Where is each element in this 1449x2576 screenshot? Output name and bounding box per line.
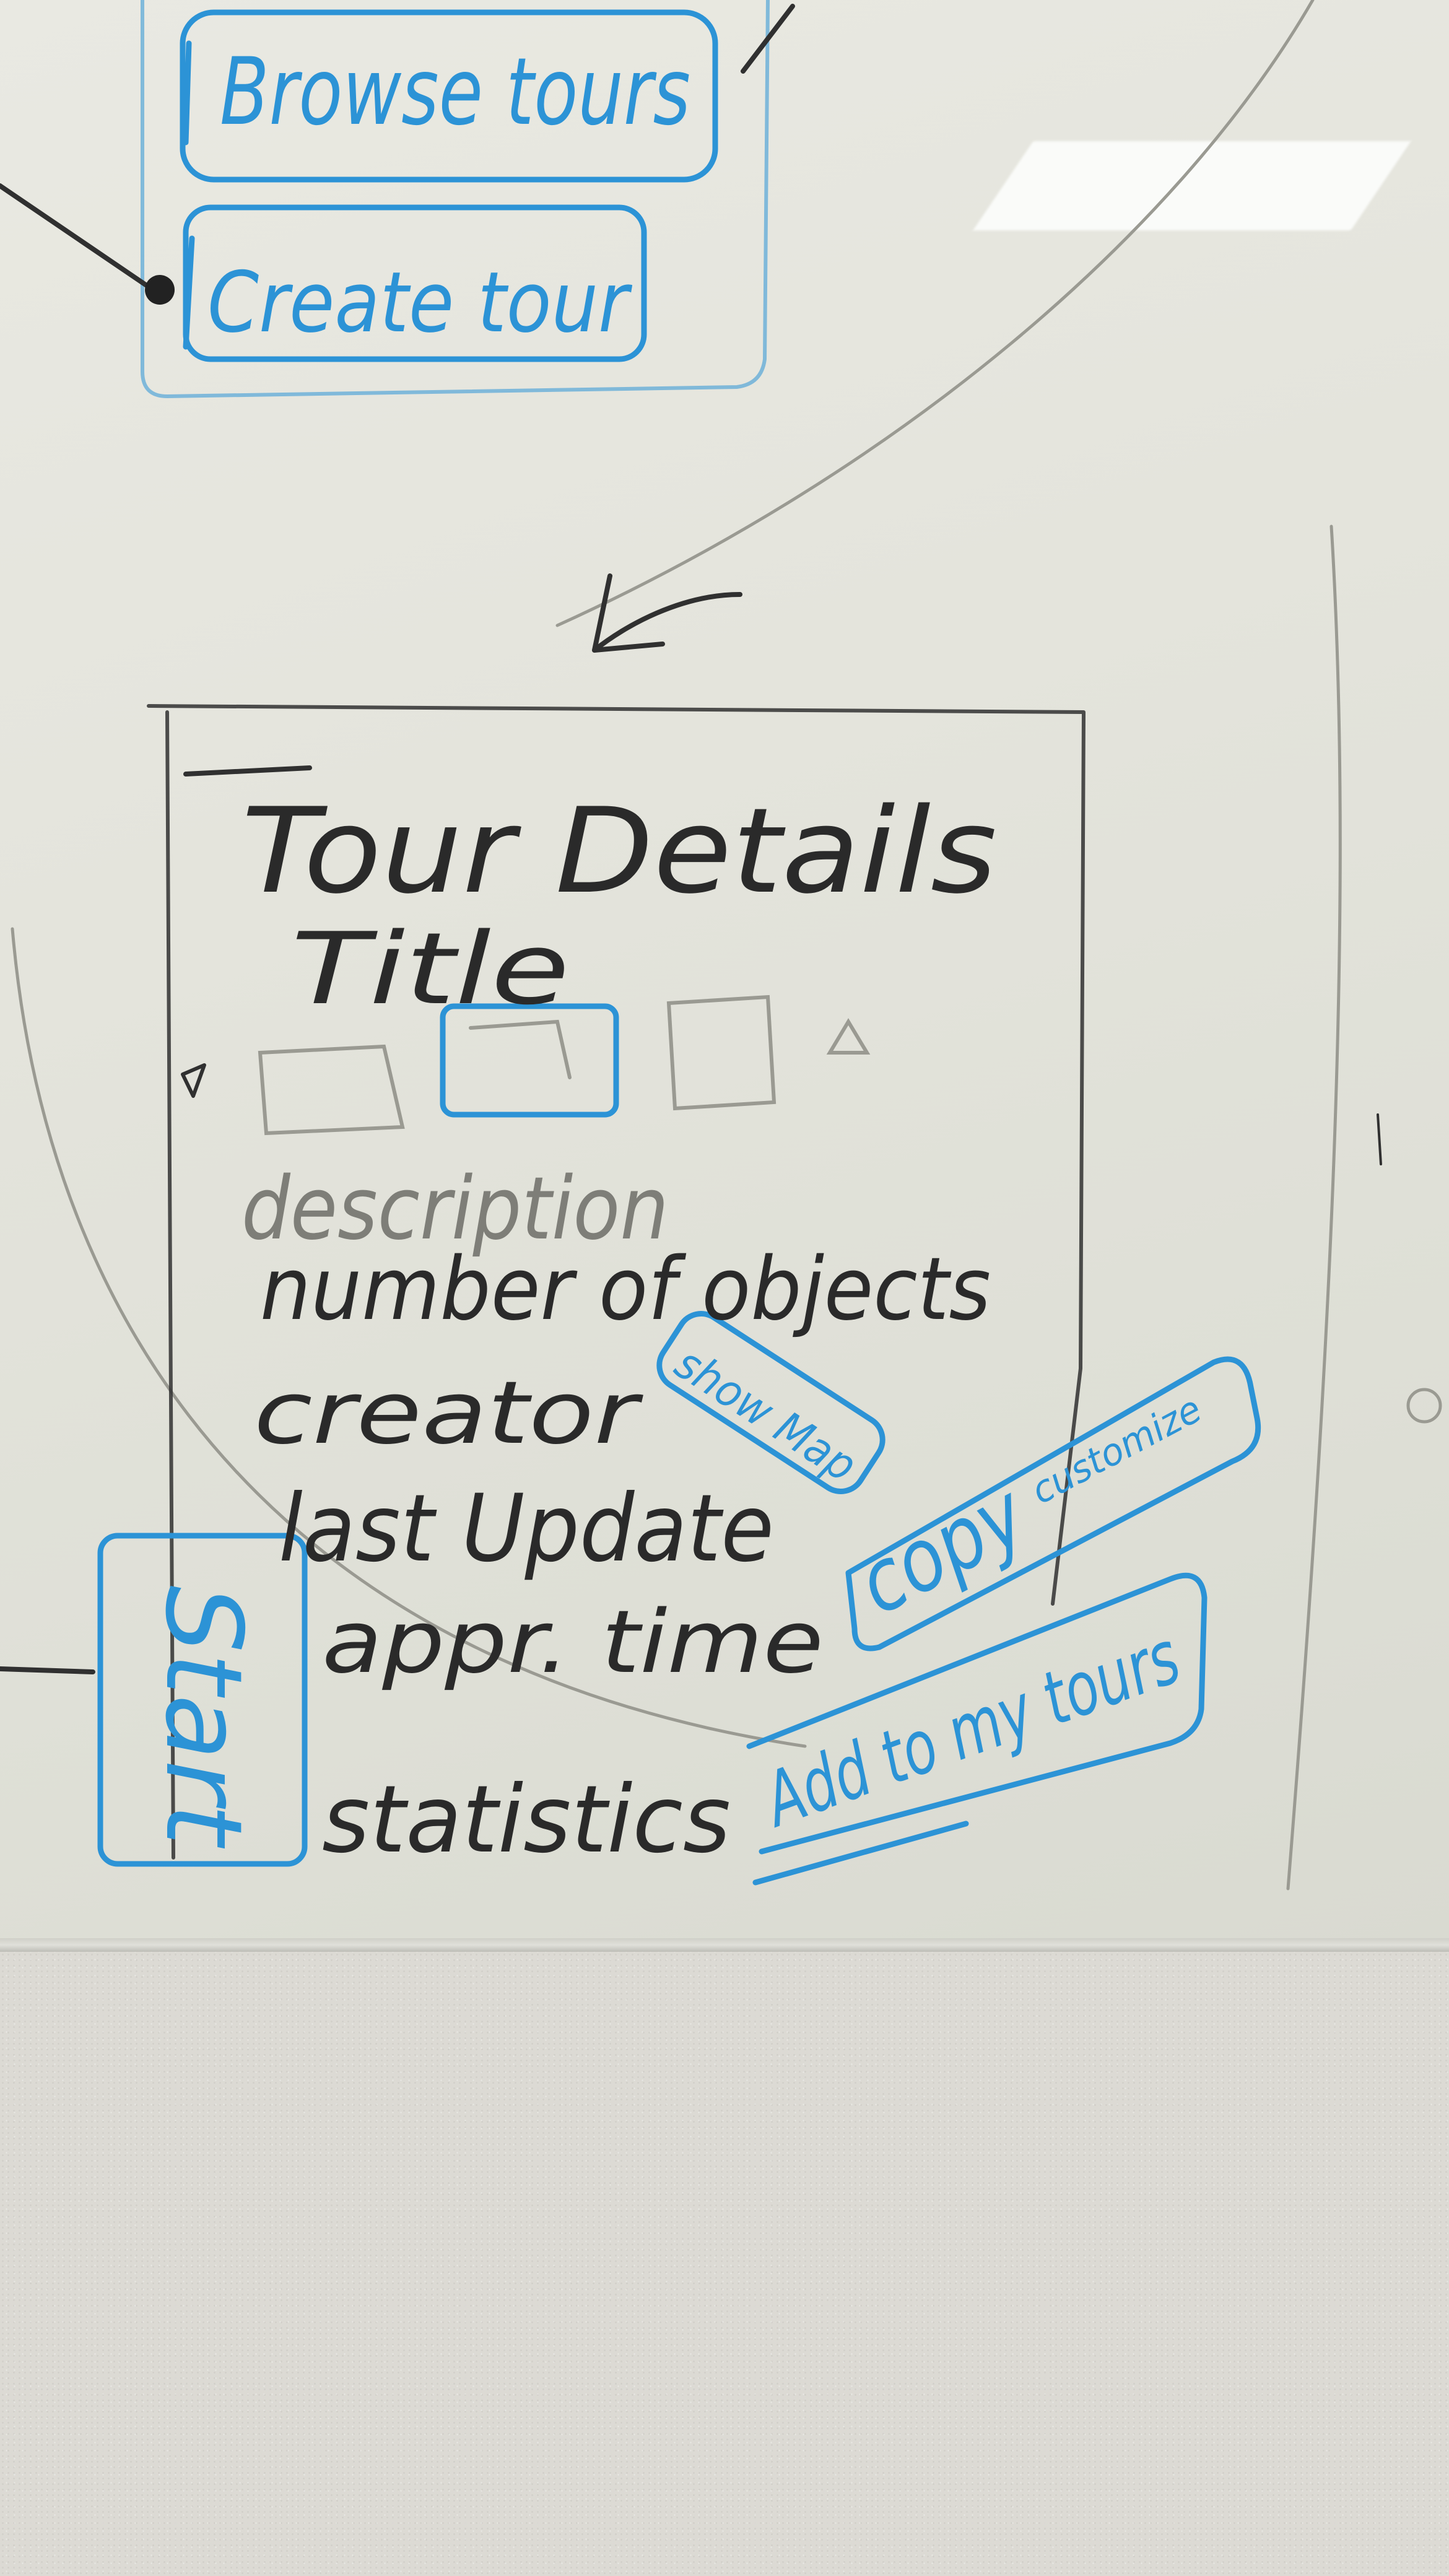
details-screen-frame-top-right — [147, 704, 1086, 1606]
start-button-outline — [97, 1533, 308, 1867]
carousel-prev-image — [258, 1044, 405, 1136]
connector-line-top-right — [741, 4, 795, 74]
carousel-right-arrow-icon[interactable] — [826, 1018, 871, 1055]
show-map-button[interactable]: show Map — [666, 1337, 866, 1492]
start-connector-line — [0, 1666, 95, 1674]
tour-creator: creator — [254, 1363, 643, 1464]
faint-circle — [1406, 1388, 1442, 1424]
add-to-my-tours-button-outline — [746, 1572, 1208, 1855]
browse-tours-button[interactable]: Browse tours — [220, 38, 690, 146]
whiteboard-frame-edge — [0, 1938, 1449, 1952]
connector-dot — [145, 275, 175, 305]
header-underline — [183, 765, 312, 777]
carousel-left-arrow-icon[interactable] — [181, 1063, 206, 1098]
create-tour-cursor-mark — [183, 235, 195, 350]
show-map-button-outline — [656, 1311, 886, 1494]
faint-arc-top — [555, 0, 1315, 627]
create-tour-button[interactable]: Create tour — [207, 254, 633, 351]
connector-line-left — [0, 183, 157, 294]
start-button[interactable]: Start — [142, 1585, 264, 1848]
carousel-current-image-frame — [440, 1003, 619, 1118]
number-of-objects: number of objects — [260, 1239, 991, 1340]
top-screen-outline — [141, 0, 770, 398]
faint-line-right — [1286, 524, 1342, 1891]
carousel-next-image — [666, 994, 777, 1111]
customize-button[interactable]: customize — [1024, 1388, 1209, 1513]
right-edge-mark — [1377, 1113, 1382, 1165]
tour-statistics: statistics — [322, 1766, 731, 1874]
browse-tours-cursor-mark — [183, 40, 192, 146]
whiteboard — [0, 0, 1449, 1944]
browse-tours-button-outline — [180, 9, 718, 183]
textured-wall — [0, 1952, 1449, 2576]
approx-time: appr. time — [322, 1592, 824, 1693]
copy-customize-button-outline — [845, 1356, 1261, 1651]
tour-description: description — [242, 1159, 669, 1260]
whiteboard-sketch: Browse tours Create tour Tour Details Ti… — [0, 0, 1442, 1891]
tour-title: Title — [291, 911, 570, 1027]
create-tour-button-outline — [183, 204, 647, 362]
add-to-my-tours-underline — [752, 1821, 969, 1886]
faint-arc-left — [11, 927, 807, 1748]
carousel-current-image-content — [469, 1019, 572, 1079]
copy-button[interactable]: copy — [842, 1464, 1043, 1635]
arrow-head — [592, 573, 665, 653]
details-screen-frame-left — [165, 710, 175, 1860]
last-update: last Update — [279, 1475, 774, 1583]
details-heading: Tour Details — [242, 783, 997, 920]
arrow-shaft — [592, 592, 742, 653]
